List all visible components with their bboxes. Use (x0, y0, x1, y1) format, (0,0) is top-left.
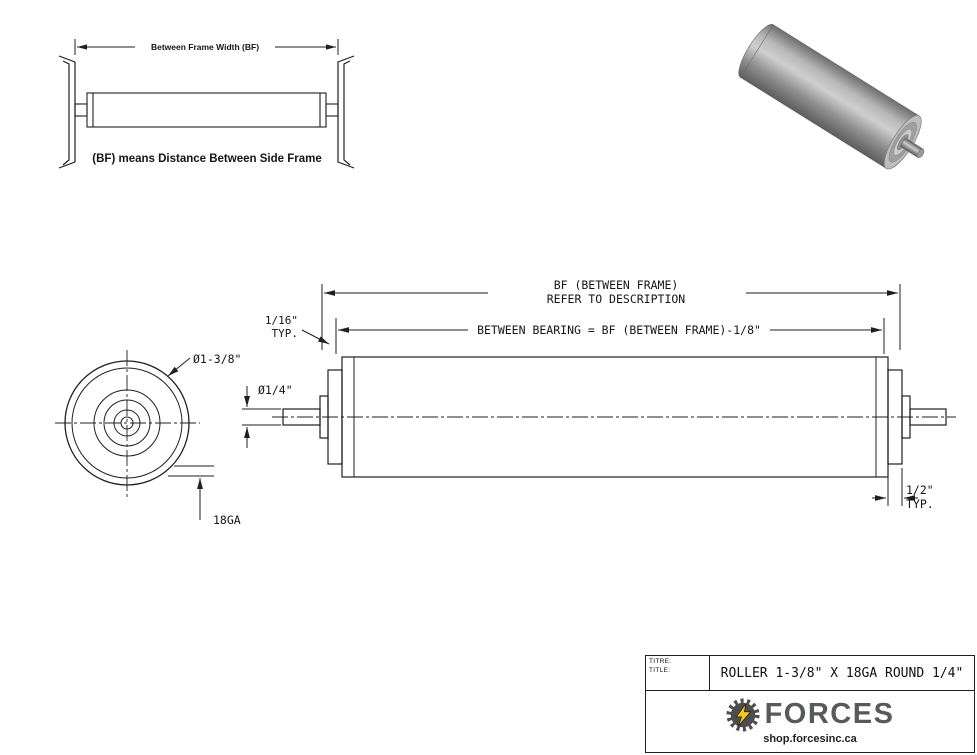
axle-diameter-dimension (242, 386, 281, 448)
bf-dimension-label-line2: REFER TO DESCRIPTION (547, 292, 686, 306)
gauge-callout (168, 465, 214, 520)
main-drawing: Ø1-3/8" 18GA BF (BETWEE (55, 278, 956, 527)
right-typ-dimension (872, 468, 918, 506)
drawing-title: ROLLER 1-3/8" X 18GA ROUND 1/4" (720, 665, 964, 681)
roller-axle-end (916, 148, 925, 159)
bf-dimension-label-line1: BF (BETWEEN FRAME) (554, 278, 679, 292)
title-block-header-row: TITRE: TITLE: ROLLER 1-3/8" X 18GA ROUND… (646, 656, 974, 691)
left-typ-label-line1: 1/16" (265, 314, 298, 327)
inset-roller-body (86, 92, 327, 128)
end-view-diameter-label: Ø1-3/8" (193, 352, 241, 366)
axle-diameter-label: Ø1/4" (258, 383, 293, 397)
roller-3d-view (738, 24, 925, 170)
inset-left-axle (74, 103, 88, 117)
bf-inset-diagram: Between Frame Width (BF) (BF) means Dist… (58, 39, 355, 169)
inset-dimension (74, 39, 339, 55)
title-block-label-title: TITLE: (649, 667, 671, 674)
inset-right-axle (325, 103, 339, 117)
roller-3d-cylinder (738, 24, 925, 170)
title-block-labels: TITRE: TITLE: (646, 656, 710, 690)
brand-name: FORCES (764, 698, 895, 730)
gauge-callout-label: 18GA (213, 513, 241, 527)
left-typ-leader (301, 329, 330, 345)
inset-roller (74, 92, 339, 128)
end-view: Ø1-3/8" 18GA (55, 350, 241, 527)
title-block-label-titre: TITRE: (649, 658, 672, 665)
inset-left-side-frame (58, 55, 76, 169)
right-typ-label-line2: TYP. (906, 497, 934, 511)
diameter-leader-line (167, 357, 191, 377)
between-bearing-label: BETWEEN BEARING = BF (BETWEEN FRAME)-1/8… (477, 323, 761, 337)
side-view: BF (BETWEEN FRAME) REFER TO DESCRIPTION … (242, 278, 956, 511)
title-block: TITRE: TITLE: ROLLER 1-3/8" X 18GA ROUND… (645, 655, 975, 753)
right-typ-label-line1: 1/2" (906, 483, 934, 497)
inset-dim-label: Between Frame Width (BF) (151, 42, 259, 52)
brand-logo: FORCES (726, 697, 895, 732)
bf-dimension (321, 284, 901, 350)
end-view-centerlines (55, 350, 200, 498)
left-typ-label-line2: TYP. (272, 327, 299, 340)
website-url: shop.forcesinc.ca (763, 732, 857, 745)
inset-right-side-frame (337, 55, 355, 169)
gear-bolt-icon (726, 697, 760, 732)
between-bearing-dimension (335, 318, 885, 354)
title-block-logo-area: FORCES shop.forcesinc.ca (646, 691, 974, 751)
inset-caption: (BF) means Distance Between Side Frame (92, 153, 321, 165)
